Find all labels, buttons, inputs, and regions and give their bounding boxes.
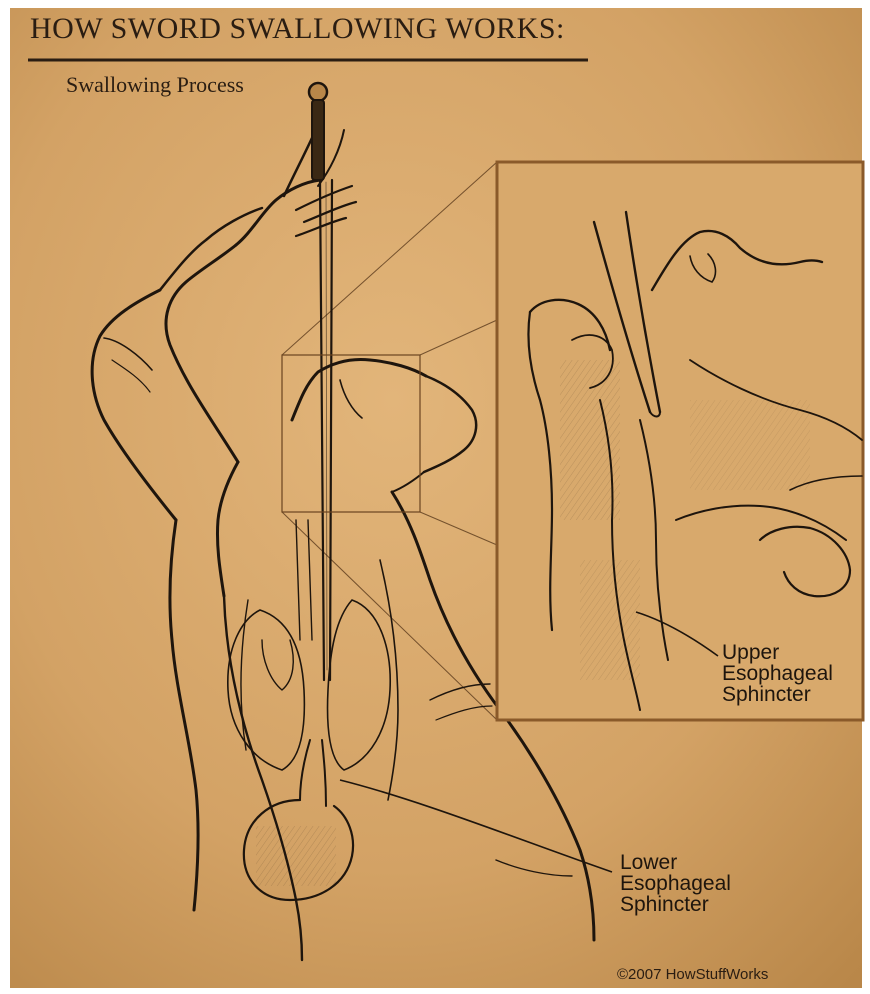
diagram-subtitle: Swallowing Process bbox=[66, 72, 244, 98]
diagram-title: HOW SWORD SWALLOWING WORKS: bbox=[30, 12, 565, 46]
label-line: Lower bbox=[620, 852, 731, 873]
label-line: Esophageal bbox=[620, 873, 731, 894]
label-line: Upper bbox=[722, 642, 833, 663]
copyright-credit: ©2007 HowStuffWorks bbox=[617, 966, 768, 983]
label-line: Sphincter bbox=[722, 684, 833, 705]
inset-detail bbox=[497, 162, 863, 720]
label-lower-esophageal-sphincter: Lower Esophageal Sphincter bbox=[620, 852, 731, 915]
label-line: Sphincter bbox=[620, 894, 731, 915]
label-upper-esophageal-sphincter: Upper Esophageal Sphincter bbox=[722, 642, 833, 705]
label-line: Esophageal bbox=[722, 663, 833, 684]
